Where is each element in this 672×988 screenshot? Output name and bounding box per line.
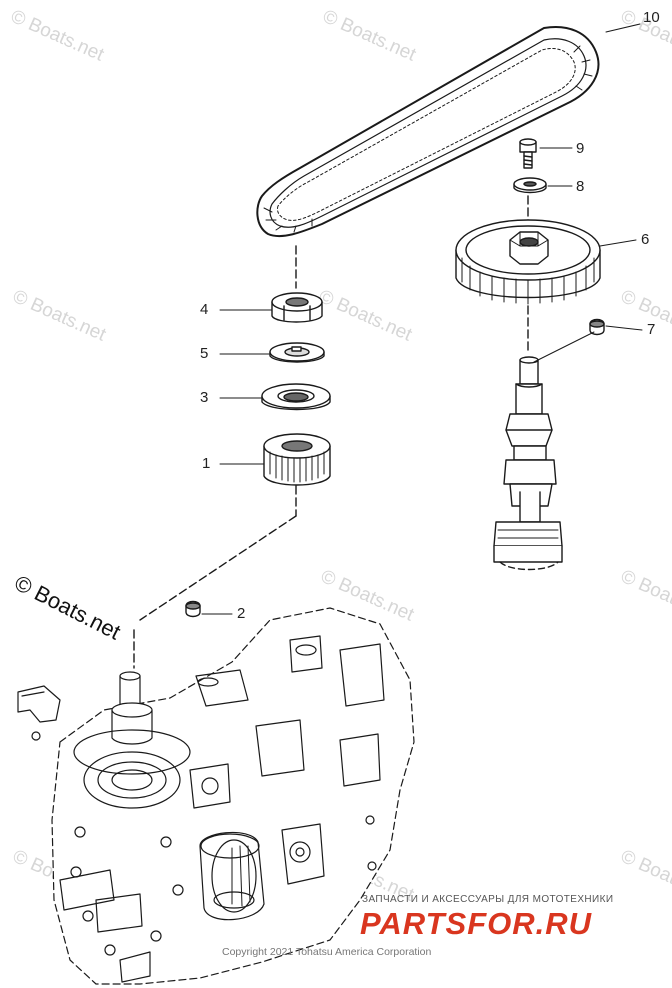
copyright-text: Copyright 2021 Tohatsu America Corporati… [222, 946, 432, 958]
callout-4: 4 [200, 301, 209, 318]
driven-pulley [455, 219, 601, 305]
key [589, 318, 605, 336]
plain-washer [513, 177, 547, 194]
callout-3: 3 [200, 389, 209, 406]
shop-logo: PARTSFOR.RU [360, 906, 593, 941]
crank-key [185, 600, 201, 618]
nut [271, 292, 323, 323]
lock-washer [269, 342, 325, 363]
callout-8: 8 [576, 178, 585, 195]
callout-7: 7 [647, 321, 656, 338]
engine-block [17, 607, 415, 985]
callout-5: 5 [200, 345, 209, 362]
callout-10: 10 [643, 9, 660, 26]
timing-belt [256, 26, 600, 238]
drive-pulley [263, 433, 331, 486]
leader-lines [201, 23, 643, 615]
callout-2: 2 [237, 605, 246, 622]
assembly-line [139, 515, 297, 621]
shop-caption: ЗАПЧАСТИ И АКСЕССУАРЫ ДЛЯ МОТОТЕХНИКИ [362, 894, 614, 905]
camshaft [493, 356, 563, 571]
callout-1: 1 [202, 455, 211, 472]
washer [261, 383, 331, 411]
bolt [519, 138, 537, 169]
callout-9: 9 [576, 140, 585, 157]
callout-6: 6 [641, 231, 650, 248]
